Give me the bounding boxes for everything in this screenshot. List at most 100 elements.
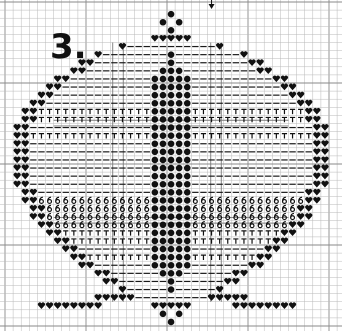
dot-stitch-symbol (168, 286, 175, 293)
t-stitch-symbol (233, 255, 238, 260)
t-stitch-symbol (136, 133, 141, 138)
heart-stitch-symbol (184, 35, 191, 42)
t-stitch-symbol (39, 133, 44, 138)
heart-stitch-symbol (22, 189, 29, 196)
dot-stitch-symbol (176, 108, 183, 115)
heart-stitch-symbol (14, 165, 21, 172)
heart-stitch-symbol (62, 238, 69, 245)
t-stitch-symbol (201, 117, 206, 122)
dot-stitch-symbol (184, 108, 191, 115)
heart-stitch-symbol (78, 67, 85, 74)
heart-stitch-symbol (313, 181, 320, 188)
t-stitch-symbol (241, 109, 246, 114)
t-stitch-symbol (249, 238, 254, 243)
heart-stitch-symbol (313, 140, 320, 147)
dot-stitch-symbol (160, 19, 167, 26)
heart-stitch-symbol (321, 140, 328, 147)
heart-stitch-symbol (305, 108, 312, 115)
t-stitch-symbol (274, 230, 279, 235)
dot-stitch-symbol (184, 230, 191, 237)
dot-stitch-symbol (176, 124, 183, 131)
dot-stitch-symbol (184, 149, 191, 156)
dot-stitch-symbol (184, 221, 191, 228)
heart-stitch-symbol (22, 132, 29, 139)
heart-stitch-symbol (216, 294, 223, 301)
t-stitch-symbol (193, 133, 198, 138)
dot-stitch-symbol (152, 132, 159, 139)
heart-stitch-symbol (224, 278, 231, 285)
t-stitch-symbol (290, 109, 295, 114)
dot-stitch-symbol (160, 197, 167, 204)
heart-stitch-symbol (184, 302, 191, 309)
t-stitch-symbol (79, 133, 84, 138)
dot-stitch-symbol (184, 213, 191, 220)
dot-stitch-symbol (176, 157, 183, 164)
t-stitch-symbol (55, 117, 60, 122)
heart-stitch-symbol (289, 92, 296, 99)
heart-stitch-symbol (321, 181, 328, 188)
t-stitch-symbol (258, 117, 263, 122)
dot-stitch-symbol (168, 173, 175, 180)
heart-stitch-symbol (62, 246, 69, 253)
t-stitch-symbol (79, 109, 84, 114)
dot-stitch-symbol (152, 181, 159, 188)
dot-stitch-symbol (184, 124, 191, 131)
t-stitch-symbol (225, 230, 230, 235)
heart-stitch-symbol (54, 238, 61, 245)
t-stitch-symbol (96, 117, 101, 122)
dot-stitch-symbol (160, 149, 167, 156)
t-stitch-symbol (274, 133, 279, 138)
dot-stitch-symbol (184, 173, 191, 180)
t-stitch-symbol (241, 230, 246, 235)
t-stitch-symbol (96, 230, 101, 235)
dot-stitch-symbol (176, 149, 183, 156)
heart-stitch-symbol (257, 59, 264, 66)
t-stitch-symbol (128, 238, 133, 243)
heart-stitch-symbol (54, 76, 61, 83)
dot-stitch-symbol (160, 165, 167, 172)
heart-stitch-symbol (232, 294, 239, 301)
t-stitch-symbol (274, 117, 279, 122)
dot-stitch-symbol (160, 311, 167, 318)
heart-stitch-symbol (289, 229, 296, 236)
dot-stitch-symbol (152, 165, 159, 172)
heart-stitch-symbol (14, 140, 21, 147)
dot-stitch-symbol (176, 116, 183, 123)
dot-stitch-symbol (184, 189, 191, 196)
t-stitch-symbol (282, 133, 287, 138)
t-stitch-symbol (258, 133, 263, 138)
t-stitch-symbol (209, 255, 214, 260)
dot-stitch-symbol (168, 92, 175, 99)
dot-stitch-symbol (160, 132, 167, 139)
heart-stitch-symbol (313, 165, 320, 172)
dot-stitch-symbol (152, 76, 159, 83)
dot-stitch-symbol (152, 189, 159, 196)
t-stitch-symbol (144, 255, 149, 260)
heart-stitch-symbol (297, 92, 304, 99)
t-stitch-symbol (79, 230, 84, 235)
dot-stitch-symbol (152, 140, 159, 147)
t-stitch-symbol (128, 230, 133, 235)
t-stitch-symbol (298, 117, 303, 122)
heart-stitch-symbol (248, 59, 255, 66)
t-stitch-symbol (71, 109, 76, 114)
heart-stitch-symbol (38, 213, 45, 220)
t-stitch-symbol (96, 255, 101, 260)
heart-stitch-symbol (30, 116, 37, 123)
dot-stitch-symbol (152, 205, 159, 212)
t-stitch-symbol (249, 255, 254, 260)
t-stitch-symbol (104, 117, 109, 122)
dot-stitch-symbol (176, 84, 183, 91)
dot-stitch-symbol (168, 319, 175, 326)
heart-stitch-symbol (111, 278, 118, 285)
heart-stitch-symbol (151, 302, 158, 309)
dot-stitch-symbol (168, 230, 175, 237)
t-stitch-symbol (266, 109, 271, 114)
dot-stitch-symbol (168, 140, 175, 147)
t-stitch-symbol (136, 109, 141, 114)
heart-stitch-symbol (86, 59, 93, 66)
t-stitch-symbol (87, 230, 92, 235)
t-stitch-symbol (136, 230, 141, 235)
heart-stitch-symbol (232, 302, 239, 309)
